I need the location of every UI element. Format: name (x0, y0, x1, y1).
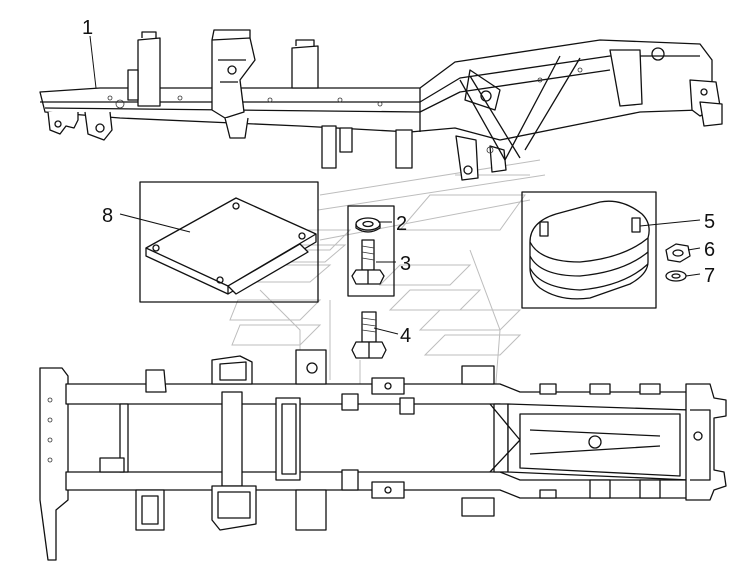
detail-box-plate (139, 181, 319, 303)
callout-1: 1 (82, 17, 93, 39)
frame-holes (107, 67, 583, 154)
frame-side-view (39, 29, 723, 181)
frame-top-view (39, 349, 727, 561)
leader-lines (89, 35, 701, 335)
callout-labels: 1 2 3 4 5 6 7 8 (82, 17, 715, 347)
projection-guides (229, 159, 546, 400)
bolt-standalone (351, 311, 387, 359)
callout-3: 3 (400, 253, 411, 275)
callout-5: 5 (704, 211, 715, 233)
nut-and-washer (665, 243, 691, 282)
callout-8: 8 (102, 205, 113, 227)
plate-hole-icon (152, 244, 160, 252)
callout-6: 6 (704, 239, 715, 261)
callout-4: 4 (400, 325, 411, 347)
callout-2: 2 (396, 213, 407, 235)
detail-box-pad (521, 191, 657, 309)
detail-box-bolt (347, 205, 395, 297)
callout-7: 7 (704, 265, 715, 287)
